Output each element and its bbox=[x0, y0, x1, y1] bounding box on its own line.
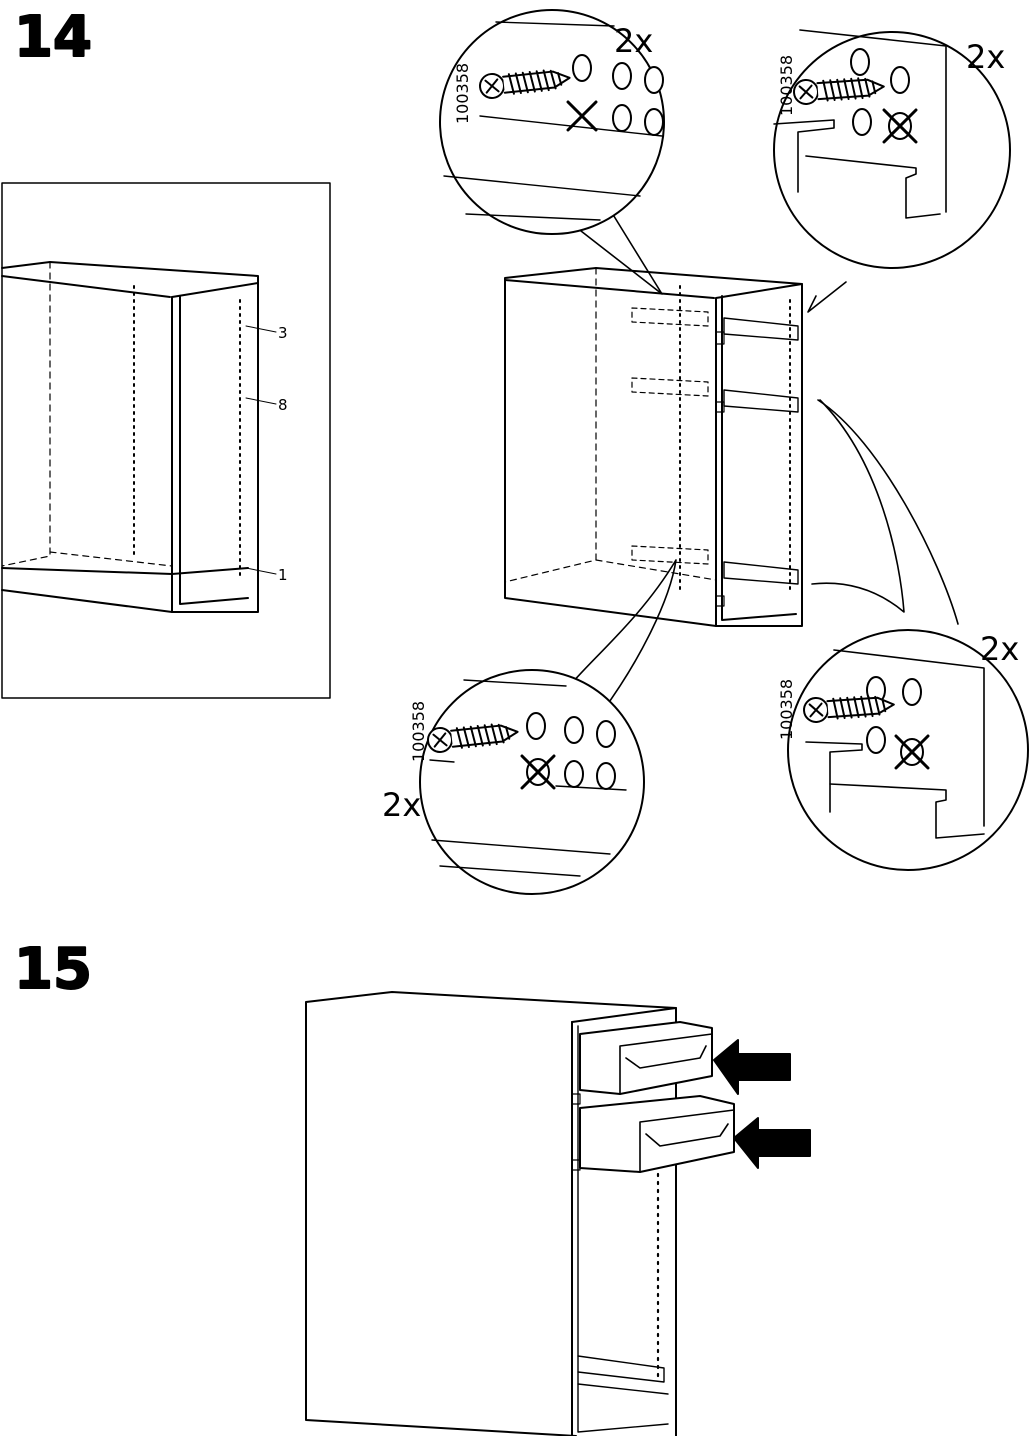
detail-bottom-left: 100358 2x bbox=[382, 670, 644, 894]
hole-label-3: 3 bbox=[278, 324, 288, 342]
hole-label-8: 8 bbox=[278, 396, 288, 414]
part-number: 100358 bbox=[453, 63, 472, 124]
step-number: 15 bbox=[14, 937, 92, 1002]
part-number: 100358 bbox=[777, 55, 796, 116]
cabinet-overview-frame: 3 8 1 bbox=[2, 183, 330, 698]
hole-label-1: 1 bbox=[278, 566, 288, 584]
detail-top-left: 100358 2x bbox=[440, 10, 664, 234]
arrow-icon bbox=[714, 1040, 790, 1094]
quantity-label: 2x bbox=[614, 22, 653, 60]
cabinet-with-rails bbox=[505, 268, 802, 626]
quantity-label: 2x bbox=[966, 38, 1005, 76]
detail-bottom-right: 100358 2x bbox=[777, 630, 1028, 870]
cabinet-with-drawers bbox=[306, 992, 734, 1436]
quantity-label: 2x bbox=[980, 630, 1019, 668]
part-number: 100358 bbox=[777, 679, 796, 740]
arrow-icon bbox=[734, 1118, 810, 1168]
quantity-label: 2x bbox=[382, 786, 421, 824]
detail-top-right: 100358 2x bbox=[774, 30, 1010, 268]
part-number: 100358 bbox=[409, 701, 428, 762]
step-number: 14 bbox=[14, 5, 92, 70]
